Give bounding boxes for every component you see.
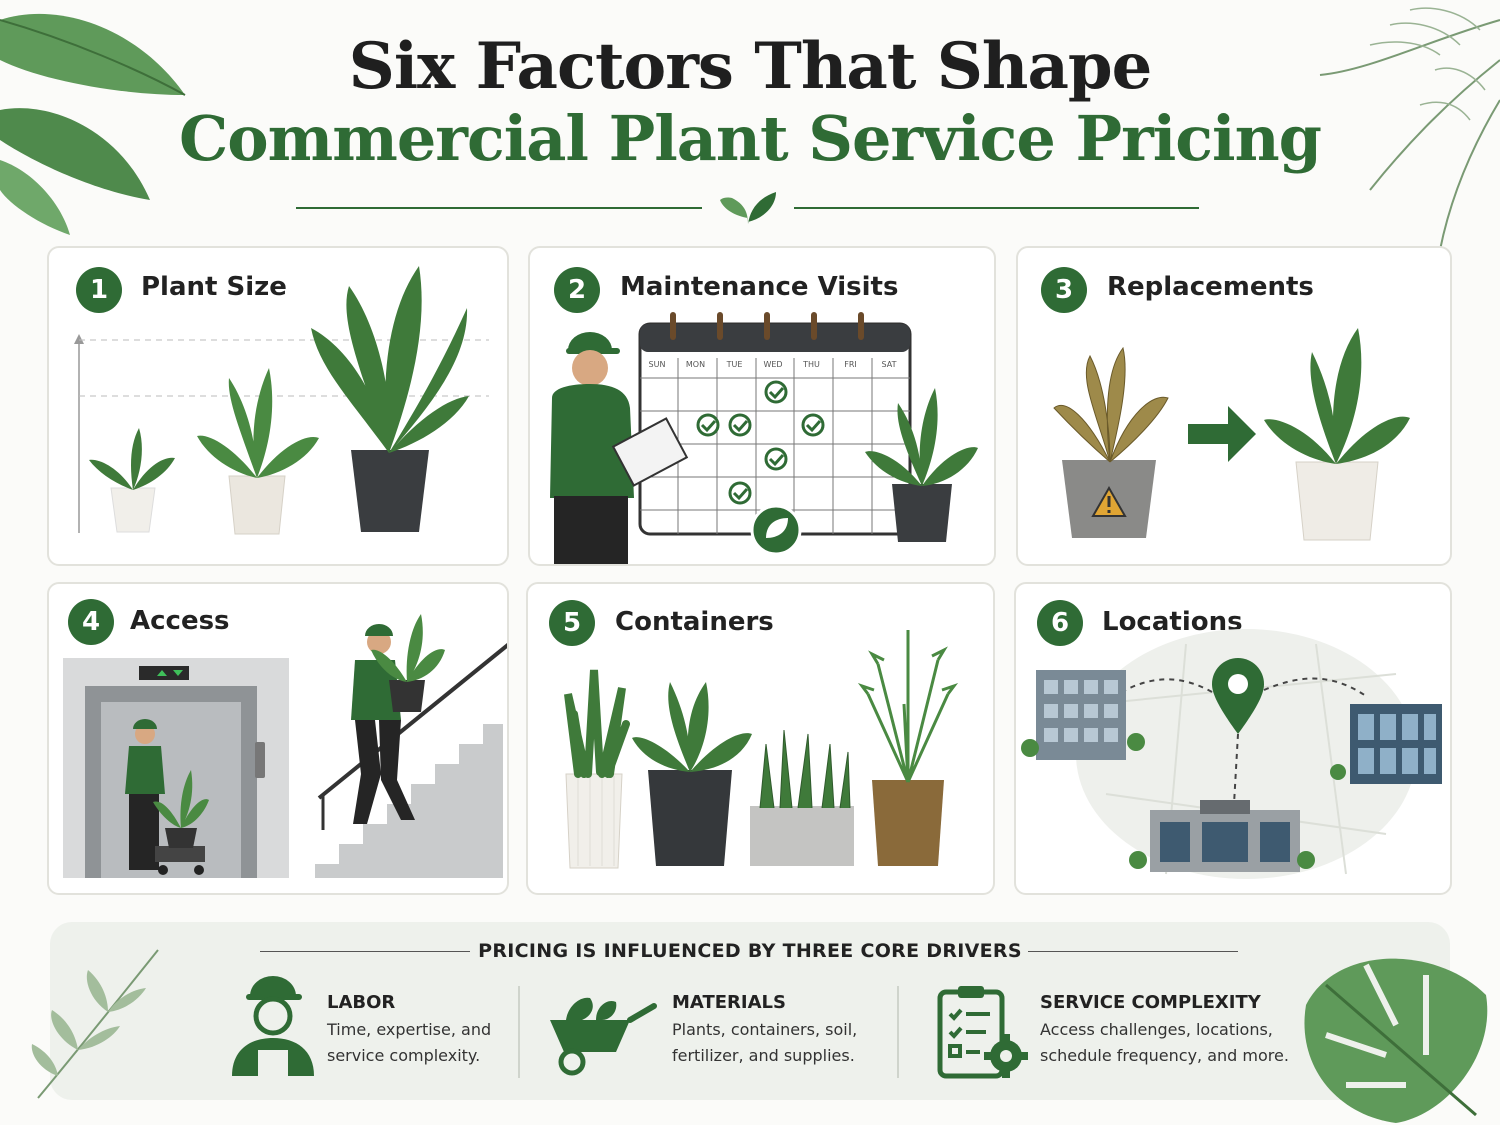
page-title-line1: Six Factors That Shape (348, 29, 1153, 104)
calendar-day-sat: SAT (881, 360, 897, 369)
driver-title-service-complexity: SERVICE COMPLEXITY (1040, 992, 1261, 1013)
factor-title: Containers (615, 607, 774, 637)
calendar-day-tue: TUE (726, 360, 743, 369)
worker-icon (232, 976, 314, 1076)
title-divider-left (296, 207, 702, 209)
tropical-leaves-top-left (0, 13, 186, 235)
factor-title: Access (130, 606, 230, 636)
factor-number-badge: 5 (549, 600, 595, 646)
locations-map-illustration (1021, 629, 1442, 879)
calendar-illustration (550, 312, 978, 564)
factor-title: Plant Size (141, 272, 287, 302)
calendar-day-mon: MON (685, 360, 706, 369)
access-illustration (63, 614, 507, 878)
driver-text-line: Plants, containers, soil, (672, 1020, 858, 1039)
factor-number-badge: 3 (1041, 267, 1087, 313)
calendar-day-thu: THU (803, 360, 820, 369)
footer-heading-divider-right (1028, 951, 1238, 952)
driver-divider (518, 986, 520, 1078)
factor-number-badge: 6 (1037, 600, 1083, 646)
factor-number-badge: 2 (554, 267, 600, 313)
factor-card-maintenance-visits: 2 Maintenance Visits (528, 246, 996, 566)
sprout-icon (720, 192, 776, 224)
factor-number-badge: 1 (76, 267, 122, 313)
clipboard-gear-icon (937, 986, 1028, 1079)
driver-text-line: schedule frequency, and more. (1040, 1046, 1289, 1065)
calendar-day-sun: SUN (648, 360, 666, 369)
footer-heading: PRICING IS INFLUENCED BY THREE CORE DRIV… (478, 940, 1022, 962)
factor-number-badge: 4 (68, 599, 114, 645)
leafy-branch-decoration (31, 949, 159, 1099)
footer-heading-divider-left (260, 951, 470, 952)
calendar-day-fri: FRI (844, 360, 857, 369)
factor-card-replacements: 3 Replacements (1016, 246, 1452, 566)
title-divider-right (794, 207, 1199, 209)
containers-illustration (564, 630, 959, 869)
factor-title: Maintenance Visits (620, 272, 899, 302)
palm-leaves-top-right (1319, 7, 1500, 251)
factor-card-plant-size: 1 Plant Size (47, 246, 509, 566)
factor-card-locations: 6 Locations (1014, 582, 1452, 895)
factor-card-containers: 5 Containers (526, 582, 995, 895)
monstera-leaf-decoration (1304, 958, 1488, 1123)
driver-text-service-complexity: Access challenges, locations, schedule f… (1040, 1017, 1290, 1069)
driver-text-line: Access challenges, locations, (1040, 1020, 1273, 1039)
factor-card-access: 4 Access (47, 582, 509, 895)
driver-text-line: service complexity. (327, 1046, 481, 1065)
plant-size-illustration (74, 266, 489, 535)
driver-text-materials: Plants, containers, soil, fertilizer, an… (672, 1017, 922, 1069)
calendar-day-labels: SUN MON TUE WED THU FRI SAT (638, 360, 908, 374)
driver-divider (897, 986, 899, 1078)
replacement-illustration (1053, 328, 1410, 541)
wheelbarrow-icon (550, 997, 657, 1076)
calendar-day-wed: WED (763, 360, 783, 369)
driver-title-labor: LABOR (327, 992, 396, 1013)
driver-text-line: Time, expertise, and (327, 1020, 492, 1039)
page-title-line2: Commercial Plant Service Pricing (178, 102, 1322, 175)
driver-text-labor: Time, expertise, and service complexity. (327, 1017, 577, 1069)
factor-title: Replacements (1107, 272, 1314, 302)
driver-text-line: fertilizer, and supplies. (672, 1046, 855, 1065)
driver-title-materials: MATERIALS (672, 992, 786, 1013)
